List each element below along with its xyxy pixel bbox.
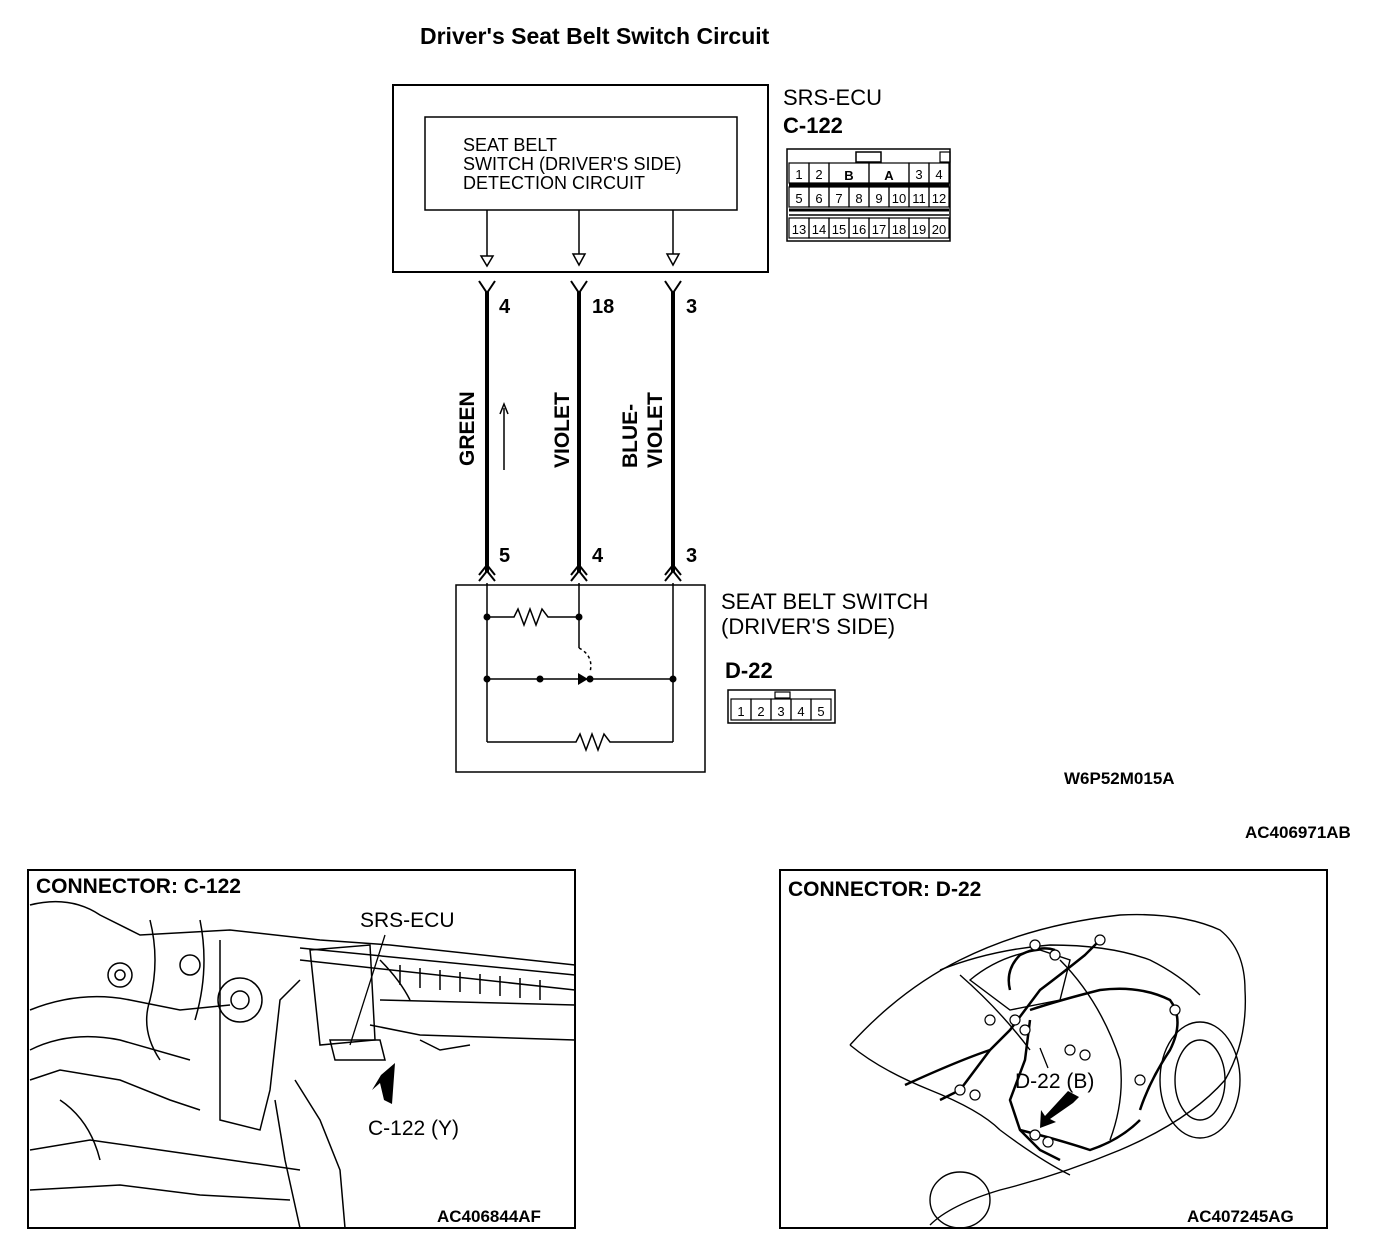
ecu-pin-green: 4 <box>499 296 511 318</box>
wire-harness <box>478 280 682 582</box>
c122-connector-face: 1 2 B A 3 4 5 6 7 8 9 10 11 12 13 14 15 … <box>786 148 951 242</box>
d22-pin: 2 <box>757 704 764 719</box>
panel-c122-connector-label: C-122 (Y) <box>368 1117 459 1140</box>
wire-green <box>478 280 496 582</box>
ecu-connector-id: C-122 <box>783 113 843 138</box>
switch-pin-violet: 4 <box>592 545 604 567</box>
seat-belt-switch-block <box>455 583 706 773</box>
ecu-pin-blue-violet: 3 <box>686 296 697 318</box>
wire-label-blue-violet-1: BLUE- <box>619 404 642 468</box>
panel-c122-ecu-label: SRS-ECU <box>360 909 455 932</box>
panel-d22-title: CONNECTOR: D-22 <box>788 878 981 901</box>
c122-pin: 7 <box>835 191 842 206</box>
c122-pin: 16 <box>852 222 866 237</box>
wire-label-green: GREEN <box>456 391 479 466</box>
c122-pin: 14 <box>812 222 826 237</box>
c122-pin: 18 <box>892 222 906 237</box>
ecu-name: SRS-ECU <box>783 85 882 110</box>
switch-connector-id: D-22 <box>725 658 773 683</box>
d22-pin: 4 <box>797 704 804 719</box>
switch-name-line2: (DRIVER'S SIDE) <box>721 614 895 639</box>
panel-connector-d22: CONNECTOR: D-22 D-22 (B) AC407245AG <box>779 869 1328 1229</box>
vehicle-illustration <box>849 913 1247 1229</box>
current-flow-arrow-icon <box>499 401 509 470</box>
switch-name-line1: SEAT BELT SWITCH <box>721 589 928 614</box>
switch-contact-icon <box>578 673 588 685</box>
wire-label-blue-violet-2: VIOLET <box>644 392 667 468</box>
c122-pin: 12 <box>932 191 946 206</box>
c122-pin: 10 <box>892 191 906 206</box>
panel-connector-c122: CONNECTOR: C-122 SRS-ECU C-122 (Y) AC406… <box>27 869 576 1229</box>
ecu-circuit-line3: DETECTION CIRCUIT <box>463 173 645 193</box>
c122-pin: 2 <box>815 167 822 182</box>
panel-c122-title: CONNECTOR: C-122 <box>36 875 241 898</box>
arrow-down-icon <box>571 253 587 267</box>
switch-pin-blue-violet: 3 <box>686 545 697 567</box>
c122-pin: 8 <box>855 191 862 206</box>
panel-d22-code: AC407245AG <box>1187 1207 1294 1226</box>
wire-label-violet: VIOLET <box>551 392 574 468</box>
d22-pin: 5 <box>817 704 824 719</box>
d22-pin: 1 <box>737 704 744 719</box>
leader-line-d22 <box>1039 1047 1049 1069</box>
c122-pin: 11 <box>912 191 926 206</box>
c122-pin: 19 <box>912 222 926 237</box>
diagram-code: W6P52M015A <box>1064 769 1175 788</box>
arrow-down-icon <box>665 253 681 267</box>
ecu-pin-violet: 18 <box>592 296 614 318</box>
ecu-circuit-line2: SWITCH (DRIVER'S SIDE) <box>463 154 681 174</box>
wire-violet <box>570 280 588 582</box>
arrow-pointer-icon <box>372 1063 395 1104</box>
harness-connectors <box>954 934 1181 1148</box>
wire-blue-violet <box>664 280 682 582</box>
panel-d22-connector-label: D-22 (B) <box>1015 1070 1094 1093</box>
c122-pin: 9 <box>875 191 882 206</box>
wiring-harness-illustration <box>904 939 1179 1162</box>
arrow-up-icon <box>479 255 495 268</box>
c122-pin: 3 <box>915 167 922 182</box>
dashboard-illustration <box>29 900 576 1229</box>
c122-pin: 13 <box>792 222 806 237</box>
c122-pin: 20 <box>932 222 946 237</box>
c122-pin: 1 <box>795 167 802 182</box>
figure-code: AC406971AB <box>1245 823 1351 842</box>
c122-pin: A <box>884 168 894 183</box>
d22-connector-face: 1 2 3 4 5 <box>727 689 836 724</box>
d22-pin: 3 <box>777 704 784 719</box>
c122-pin: 15 <box>832 222 846 237</box>
c122-pin: 4 <box>935 167 942 182</box>
leader-line-ecu <box>349 934 386 1046</box>
c122-pin: 5 <box>795 191 802 206</box>
arrow-pointer-icon <box>1040 1091 1079 1128</box>
c122-pin: 17 <box>872 222 886 237</box>
c122-pin: 6 <box>815 191 822 206</box>
c122-pin: B <box>844 168 853 183</box>
panel-c122-code: AC406844AF <box>437 1207 541 1226</box>
switch-pin-green: 5 <box>499 545 510 567</box>
diagram-title: Driver's Seat Belt Switch Circuit <box>420 23 770 49</box>
ecu-circuit-line1: SEAT BELT <box>463 135 557 155</box>
srs-ecu-block: SEAT BELT SWITCH (DRIVER'S SIDE) DETECTI… <box>392 84 769 273</box>
